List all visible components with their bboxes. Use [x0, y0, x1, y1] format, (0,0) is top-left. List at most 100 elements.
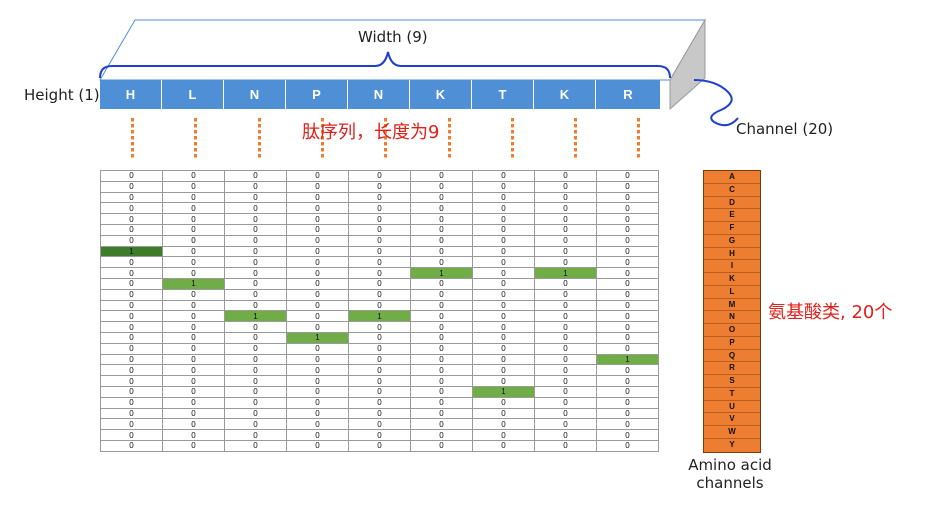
- matrix-cell: 0: [472, 396, 535, 409]
- matrix-cell: 0: [410, 418, 473, 431]
- matrix-cell: 0: [410, 429, 473, 441]
- matrix-cell: 0: [596, 407, 659, 420]
- matrix-cell: 0: [348, 234, 411, 247]
- matrix-cell: 0: [224, 256, 287, 269]
- matrix-cell: 0: [596, 277, 659, 290]
- matrix-cell: 0: [410, 385, 473, 398]
- amino-acid-channel: K: [704, 273, 760, 286]
- amino-acid-channel: N: [704, 311, 760, 324]
- matrix-cell: 0: [596, 375, 659, 387]
- matrix-cell: 1: [162, 277, 225, 290]
- matrix-cell: 0: [596, 202, 659, 215]
- matrix-cell: 0: [286, 245, 349, 258]
- matrix-cell: 0: [100, 429, 163, 441]
- matrix-cell: 0: [348, 267, 411, 279]
- matrix-cell: 0: [224, 191, 287, 204]
- matrix-cell: 1: [286, 331, 349, 344]
- matrix-cell: 0: [286, 299, 349, 312]
- matrix-cell: 0: [224, 234, 287, 247]
- matrix-cell: 0: [472, 407, 535, 420]
- matrix-cell: 0: [348, 277, 411, 290]
- matrix-cell: 0: [472, 310, 535, 323]
- matrix-cell: 0: [472, 418, 535, 431]
- matrix-cell: 0: [100, 364, 163, 377]
- matrix-cell: 0: [162, 407, 225, 420]
- matrix-cell: 0: [534, 331, 597, 344]
- matrix-cell: 0: [596, 213, 659, 225]
- matrix-cell: 0: [596, 418, 659, 431]
- matrix-cell: 0: [286, 429, 349, 441]
- matrix-cell: 0: [410, 180, 473, 193]
- matrix-cell: 0: [224, 223, 287, 236]
- matrix-cell: 0: [224, 180, 287, 193]
- matrix-cell: 0: [224, 375, 287, 387]
- matrix-cell: 0: [224, 213, 287, 225]
- matrix-cell: 0: [472, 256, 535, 269]
- matrix-cell: 0: [348, 418, 411, 431]
- amino-acid-channel: W: [704, 426, 760, 439]
- amino-acid-channel: Q: [704, 349, 760, 363]
- matrix-cell: 0: [162, 288, 225, 301]
- matrix-cell: 0: [224, 267, 287, 279]
- sequence-residue: L: [162, 80, 224, 109]
- matrix-cell: 0: [472, 180, 535, 193]
- matrix-cell: 0: [534, 353, 597, 366]
- matrix-cell: 0: [100, 213, 163, 225]
- matrix-cell: 0: [348, 180, 411, 193]
- matrix-cell: 0: [410, 364, 473, 377]
- matrix-cell: 0: [410, 245, 473, 258]
- matrix-cell: 0: [286, 191, 349, 204]
- amino-caption-line1: Amino acid: [688, 456, 772, 474]
- matrix-cell: 0: [534, 429, 597, 441]
- matrix-cell: 0: [162, 375, 225, 387]
- matrix-cell: 0: [410, 396, 473, 409]
- matrix-cell: 0: [100, 353, 163, 366]
- matrix-cell: 0: [286, 364, 349, 377]
- amino-acid-channel: E: [704, 209, 760, 222]
- matrix-cell: 0: [472, 429, 535, 441]
- dotted-connector: [257, 118, 261, 160]
- matrix-cell: 0: [534, 277, 597, 290]
- matrix-cell: 0: [162, 234, 225, 247]
- matrix-cell: 0: [348, 321, 411, 333]
- sequence-residue: T: [472, 80, 534, 109]
- matrix-cell: 0: [410, 321, 473, 333]
- matrix-cell: 0: [596, 170, 659, 182]
- matrix-cell: 0: [162, 385, 225, 398]
- matrix-cell: 0: [596, 245, 659, 258]
- matrix-cell: 0: [410, 277, 473, 290]
- matrix-cell: 0: [534, 245, 597, 258]
- matrix-cell: 1: [100, 245, 163, 258]
- matrix-cell: 0: [596, 439, 659, 452]
- matrix-cell: 0: [534, 180, 597, 193]
- matrix-cell: 0: [410, 342, 473, 355]
- matrix-cell: 0: [100, 385, 163, 398]
- matrix-cell: 0: [224, 364, 287, 377]
- sequence-residue: P: [286, 80, 348, 109]
- amino-acid-channel: V: [704, 413, 760, 426]
- matrix-cell: 0: [472, 364, 535, 377]
- amino-acid-channel: A: [704, 171, 760, 184]
- matrix-cell: 0: [286, 342, 349, 355]
- matrix-cell: 0: [286, 385, 349, 398]
- matrix-cell: 0: [534, 299, 597, 312]
- matrix-cell: 0: [162, 191, 225, 204]
- matrix-cell: 0: [162, 342, 225, 355]
- matrix-cell: 0: [348, 299, 411, 312]
- matrix-cell: 0: [410, 439, 473, 452]
- amino-acid-caption: Amino acid channels: [680, 456, 780, 492]
- matrix-cell: 0: [348, 213, 411, 225]
- matrix-cell: 0: [534, 439, 597, 452]
- sequence-residue: K: [410, 80, 472, 109]
- matrix-cell: 0: [534, 170, 597, 182]
- matrix-cell: 0: [472, 375, 535, 387]
- matrix-cell: 1: [596, 353, 659, 366]
- sequence-length-note: 肽序列，长度为9: [302, 122, 440, 143]
